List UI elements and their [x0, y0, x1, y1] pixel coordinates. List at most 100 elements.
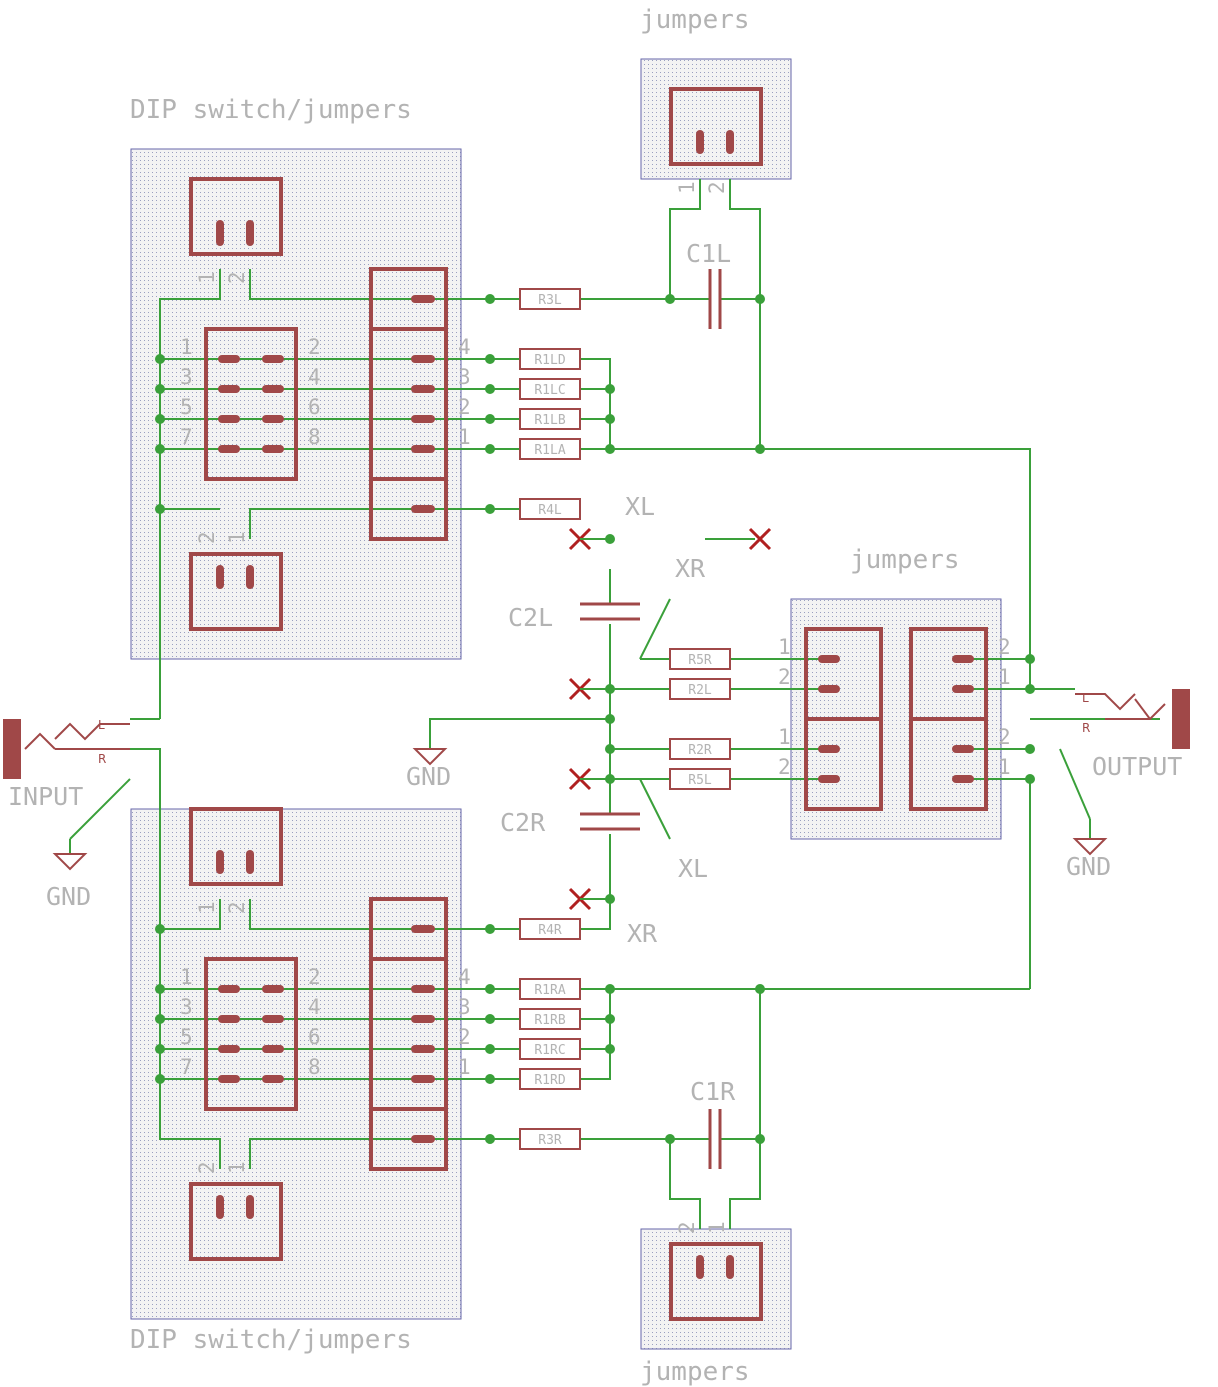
pin-label: 3	[180, 995, 193, 1019]
resistor-r1rc: R1RC	[519, 1038, 581, 1060]
resistor-r1rd-label: R1RD	[534, 1073, 565, 1088]
pin-label: 7	[180, 425, 193, 449]
pin-label: 8	[308, 425, 321, 449]
pin-label: 2	[458, 1025, 471, 1049]
dip-top-label: DIP switch/jumpers	[130, 95, 412, 125]
jumpers-bottom-label: jumpers	[640, 1357, 750, 1387]
resistor-r1lc: R1LC	[519, 378, 581, 400]
gnd-middle-label: GND	[406, 762, 451, 791]
pin-label: 2	[308, 335, 321, 359]
pin-label: 2	[705, 181, 729, 194]
pin-label: 3	[180, 365, 193, 389]
pin-label: 1	[458, 1055, 471, 1079]
pin-label: 5	[180, 395, 193, 419]
resistor-r1ra: R1RA	[519, 978, 581, 1000]
resistor-r1ra-label: R1RA	[534, 983, 565, 998]
resistor-r1ld: R1LD	[519, 348, 581, 370]
pin-label: 4	[308, 995, 321, 1019]
xr-bottom-label: XR	[627, 919, 658, 948]
resistor-r3r-label: R3R	[538, 1133, 562, 1148]
pin-label: 2	[778, 665, 791, 689]
resistor-r2r: R2R	[669, 738, 731, 760]
jumpers-bottom-outline	[640, 1228, 792, 1350]
ground-symbols	[52, 748, 1108, 871]
c1r-label: C1R	[690, 1077, 736, 1106]
pin-label: 2	[225, 271, 249, 284]
pin-label: 4	[458, 335, 471, 359]
dip-bottom-label: DIP switch/jumpers	[130, 1325, 412, 1355]
dip-top-parts	[189, 177, 448, 631]
pin-numbers-top: 1 3 5 7 2 4 6 8 4 3 2 1 1 2 2 1	[180, 271, 471, 544]
jack-r-input-label: R	[98, 752, 106, 766]
pin-label: 1	[195, 271, 219, 284]
xl-top-label: XL	[625, 492, 655, 521]
resistor-r4l-label: R4L	[538, 503, 562, 518]
jumpers-right-label: jumpers	[850, 545, 960, 575]
jack-l-input-label: L	[98, 718, 105, 732]
resistor-r5r: R5R	[669, 648, 731, 670]
pin-label: 1	[705, 1221, 729, 1234]
pin-label: 1	[195, 901, 219, 914]
jumper-top-part	[669, 87, 763, 166]
resistor-r1lc-label: R1LC	[534, 383, 565, 398]
input-jack-symbol	[3, 719, 130, 779]
pin-label: 1	[998, 665, 1011, 689]
pin-label: 3	[458, 995, 471, 1019]
pin-label: 2	[195, 1161, 219, 1174]
pin-label: 2	[998, 725, 1011, 749]
pin-numbers-bottom: 1 3 5 7 2 4 6 8 4 3 2 1 1 2 2 1	[180, 901, 471, 1174]
resistor-r1rb-label: R1RB	[534, 1013, 565, 1028]
pin-label: 4	[308, 365, 321, 389]
pin-label: 1	[180, 965, 193, 989]
resistor-r1la: R1LA	[519, 438, 581, 460]
jumpers-top-outline	[640, 58, 792, 180]
xr-top-label: XR	[675, 554, 706, 583]
pin-label: 2	[225, 901, 249, 914]
output-label: OUTPUT	[1092, 752, 1182, 781]
pin-label: 2	[308, 965, 321, 989]
pin-label: 1	[180, 335, 193, 359]
output-jack-symbol	[1075, 689, 1190, 749]
pin-label: 1	[675, 181, 699, 194]
capacitors	[580, 269, 722, 1169]
resistor-r4r: R4R	[519, 918, 581, 940]
input-label: INPUT	[8, 782, 83, 811]
gnd-output-label: GND	[1066, 852, 1111, 881]
resistor-r3l-label: R3L	[538, 293, 562, 308]
pin-label: 1	[225, 531, 249, 544]
junction-dots	[155, 294, 1035, 1144]
pin-label: 2	[998, 635, 1011, 659]
pin-label: 3	[458, 365, 471, 389]
resistor-r2l: R2L	[669, 678, 731, 700]
resistor-r2r-label: R2R	[688, 743, 712, 758]
jumper-bottom-part	[669, 1242, 763, 1321]
pin-label: 5	[180, 1025, 193, 1049]
resistor-r1la-label: R1LA	[534, 443, 565, 458]
pin-label: 2	[675, 1221, 699, 1234]
dip-bottom-parts	[189, 807, 448, 1261]
pin-label: 2	[195, 531, 219, 544]
resistor-r1lb-label: R1LB	[534, 413, 565, 428]
pin-label: 1	[778, 725, 791, 749]
resistor-r1lb: R1LB	[519, 408, 581, 430]
pin-label: 1	[998, 755, 1011, 779]
pin-numbers-jumpers: 1 2 2 1 1 2 1 2 2 1 2 1	[675, 181, 1011, 1234]
pin-label: 1	[458, 425, 471, 449]
pin-label: 2	[778, 755, 791, 779]
resistor-r1rb: R1RB	[519, 1008, 581, 1030]
pin-label: 8	[308, 1055, 321, 1079]
resistor-r5r-label: R5R	[688, 653, 712, 668]
gnd-input-label: GND	[46, 882, 91, 911]
jack-r-output-label: R	[1082, 721, 1090, 735]
xl-bottom-label: XL	[678, 854, 708, 883]
pin-label: 7	[180, 1055, 193, 1079]
resistor-r1rd: R1RD	[519, 1068, 581, 1090]
pin-label: 1	[225, 1161, 249, 1174]
jack-l-output-label: L	[1082, 691, 1089, 705]
pin-label: 6	[308, 1025, 321, 1049]
resistor-r3r: R3R	[519, 1128, 581, 1150]
resistor-r4r-label: R4R	[538, 923, 562, 938]
jumpers-top-label: jumpers	[640, 5, 750, 35]
c1l-label: C1L	[686, 239, 731, 268]
